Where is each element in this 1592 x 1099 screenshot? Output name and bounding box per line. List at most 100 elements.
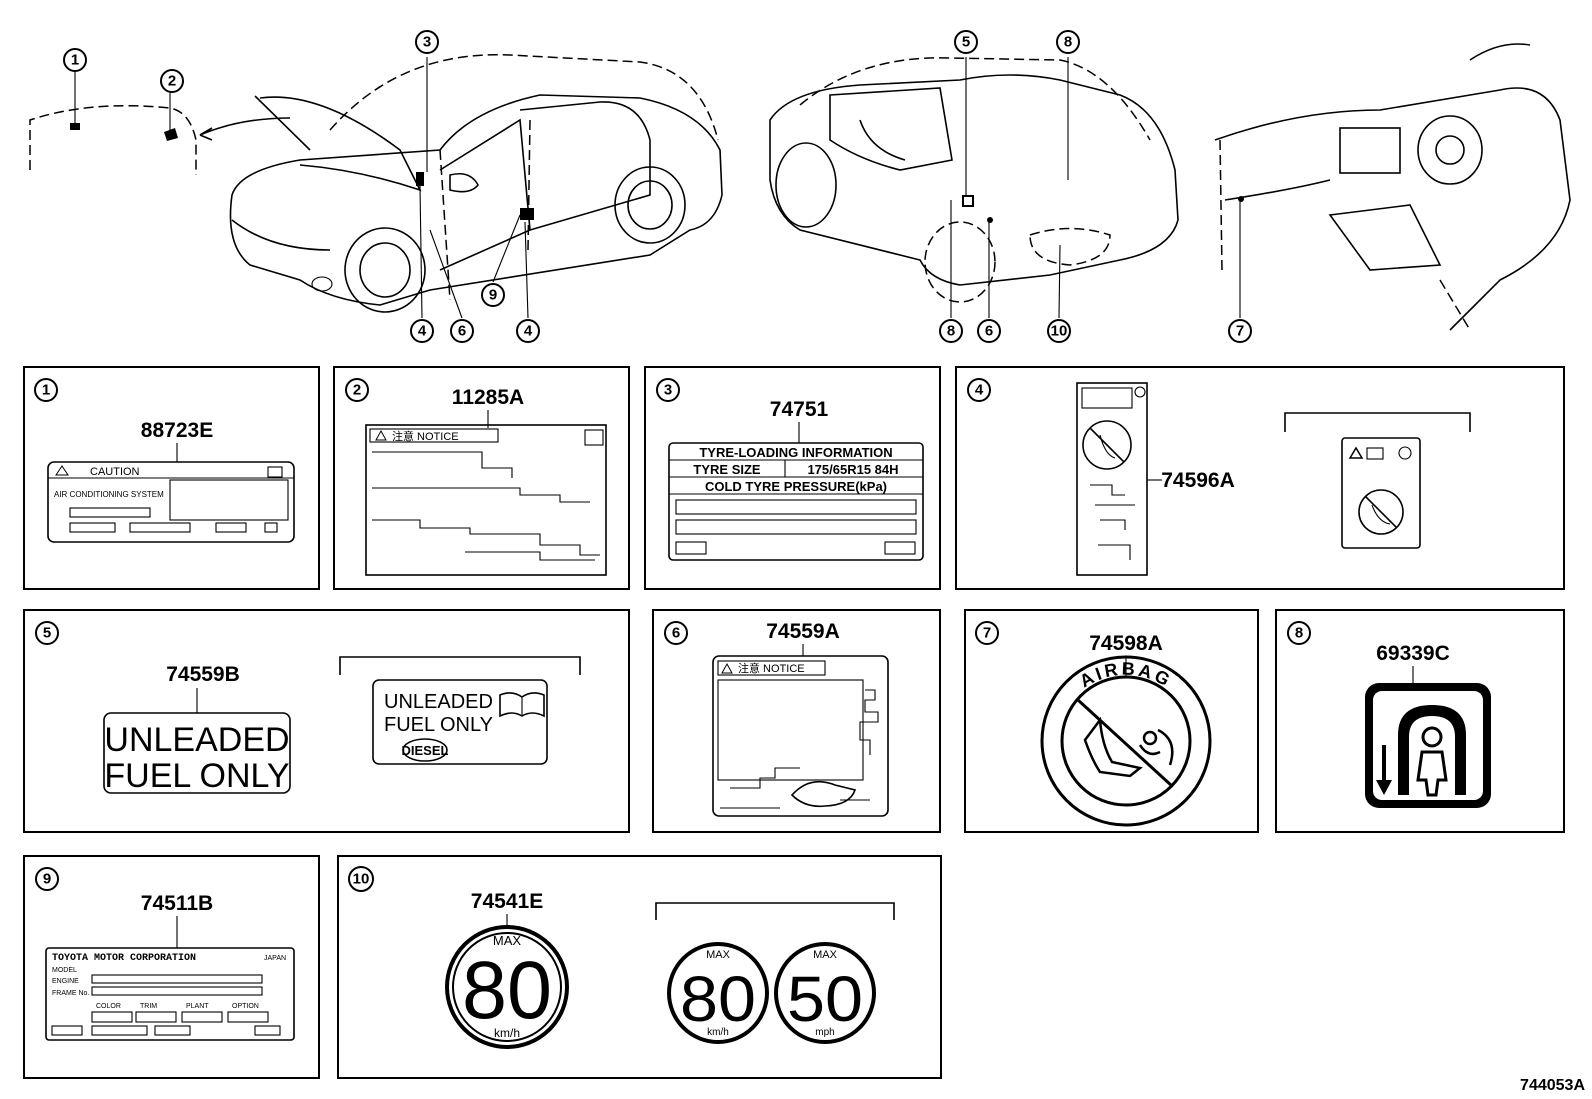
panel-4-number: 4 [967,378,991,402]
tyre-loading-title: TYRE-LOADING INFORMATION [699,445,892,460]
svg-text:10: 10 [1051,323,1068,340]
panel-7-number: 7 [975,621,999,645]
notice-label-11285A: 注意 NOTICE [365,424,607,576]
callout-top-8a: 8 [1056,30,1080,54]
part-number-74541E: 74541E [471,890,543,913]
plant-text: PLANT [186,1003,209,1010]
system-text: AIR CONDITIONING SYSTEM [54,490,164,499]
kmh-text: km/h [494,1026,520,1040]
max-text: MAX [493,933,522,948]
svg-text:6: 6 [458,323,466,340]
car-rear-three-quarter-view [769,57,1179,303]
panel-8-number: 8 [1287,621,1311,645]
svg-text:4: 4 [975,382,984,399]
country-text: JAPAN [264,955,286,962]
svg-text:8: 8 [1064,34,1072,51]
toyota-corp-text: TOYOTA MOTOR CORPORATION [52,953,196,964]
model-text: MODEL [52,967,77,974]
speed-limit-sticker-80: MAX 80 km/h [445,925,569,1049]
tyre-loading-label: TYRE-LOADING INFORMATION TYRE SIZE 175/6… [668,442,924,561]
cold-tyre-pressure-text: COLD TYRE PRESSURE(kPa) [705,479,887,494]
part-number-69339C: 69339C [1376,642,1450,665]
kmh-text-2: km/h [707,1027,729,1038]
callout-top-10: 10 [1047,319,1071,343]
svg-text:8: 8 [947,323,955,340]
svg-text:9: 9 [489,287,497,304]
part-number-74751: 74751 [770,398,829,421]
tyre-size-text: TYRE SIZE [693,462,761,477]
svg-text:6: 6 [672,625,680,642]
svg-text:1: 1 [71,52,79,69]
notice-label-74559A: 注意 NOTICE [712,655,889,817]
part-number-11285A: 11285A [452,386,524,409]
svg-text:5: 5 [962,34,970,51]
callout-top-6a: 6 [450,319,474,343]
car-front-three-quarter-view [229,53,723,313]
panel-8: 8 69339C [1275,609,1565,833]
unleaded-fuel-label-small: UNLEADED FUEL ONLY DIESEL [372,679,548,765]
callout-top-8b: 8 [939,319,963,343]
part-number-74559A: 74559A [766,620,840,643]
panel-9: 9 74511B TOYOTA MOTOR CORPORATION JAPAN … [23,855,320,1079]
svg-text:9: 9 [43,871,51,888]
notice-text-2: 注意 NOTICE [738,661,805,675]
part-number-88723E: 88723E [141,419,213,442]
unleaded-text: UNLEADED [104,721,289,759]
airbag-warning-square-label [1341,437,1421,549]
callout-top-1: 1 [63,48,87,72]
notice-text: 注意 NOTICE [392,429,459,443]
unleaded-small-text: UNLEADED [384,691,493,713]
frame-text: FRAME No. [52,990,89,997]
fuel-only-text: FUEL ONLY [104,757,289,795]
callout-leaders [419,57,1241,319]
svg-text:3: 3 [664,382,672,399]
part-number-74511B: 74511B [141,892,213,915]
speed-80-text: 80 [462,945,552,1036]
callout-top-3: 3 [415,30,439,54]
dashboard-interior-view [1214,43,1571,331]
caution-text: CAUTION [90,466,140,478]
mph-text: mph [815,1027,834,1038]
svg-text:2: 2 [168,73,176,90]
panel-1: 1 88723E CAUTION AIR CONDITIONING SYSTEM [23,366,320,590]
fuel-only-small-text: FUEL ONLY [384,714,493,736]
panel-4: 4 74596A [955,366,1565,590]
panel-6-number: 6 [664,621,688,645]
max-text-3: MAX [813,949,838,961]
callout-top-4b: 4 [516,319,540,343]
figure-number: 744053A [1520,1077,1585,1094]
engine-text: ENGINE [52,978,79,985]
panel-5: 5 74559B UNLEADED FUEL ONLY UNLEADED FUE… [23,609,630,833]
panel-3-number: 3 [656,378,680,402]
panel-10-number: 10 [348,866,374,892]
svg-text:1: 1 [42,382,50,399]
option-text: OPTION [232,1003,259,1010]
panel-3: 3 74751 TYRE-LOADING INFORMATION TYRE SI… [644,366,941,590]
airbag-warning-tall-label [1076,382,1148,576]
svg-text:2: 2 [353,382,361,399]
svg-text:4: 4 [418,323,427,340]
tyre-size-value: 175/65R15 84H [807,462,898,477]
svg-text:3: 3 [423,34,431,51]
part-number-74559B: 74559B [166,663,240,686]
speed-80-text-2: 80 [680,963,756,1035]
vehicle-identification-plate: TOYOTA MOTOR CORPORATION JAPAN MODEL ENG… [45,947,295,1041]
panel-9-number: 9 [35,867,59,891]
diesel-text: DIESEL [402,743,449,758]
svg-text:7: 7 [983,625,991,642]
panel-10: 10 74541E MAX 80 km/h MAX 80 km/h MAX 50… [337,855,942,1079]
svg-text:4: 4 [524,323,533,340]
callout-top-2: 2 [160,69,184,93]
unleaded-fuel-label-large: UNLEADED FUEL ONLY [103,712,291,795]
part-number-74598A: 74598A [1089,632,1163,655]
part-number-74596A: 74596A [1161,469,1235,492]
ac-caution-label: CAUTION AIR CONDITIONING SYSTEM [47,461,295,543]
panel-2-number: 2 [345,378,369,402]
speed-50-text: 50 [787,963,863,1035]
callout-top-4a: 4 [410,319,434,343]
speed-limit-sticker-80-50: MAX 80 km/h MAX 50 mph [667,942,876,1044]
callout-top-5: 5 [954,30,978,54]
callout-top-9: 9 [481,283,505,307]
max-text-2: MAX [706,949,731,961]
svg-text:6: 6 [985,323,993,340]
